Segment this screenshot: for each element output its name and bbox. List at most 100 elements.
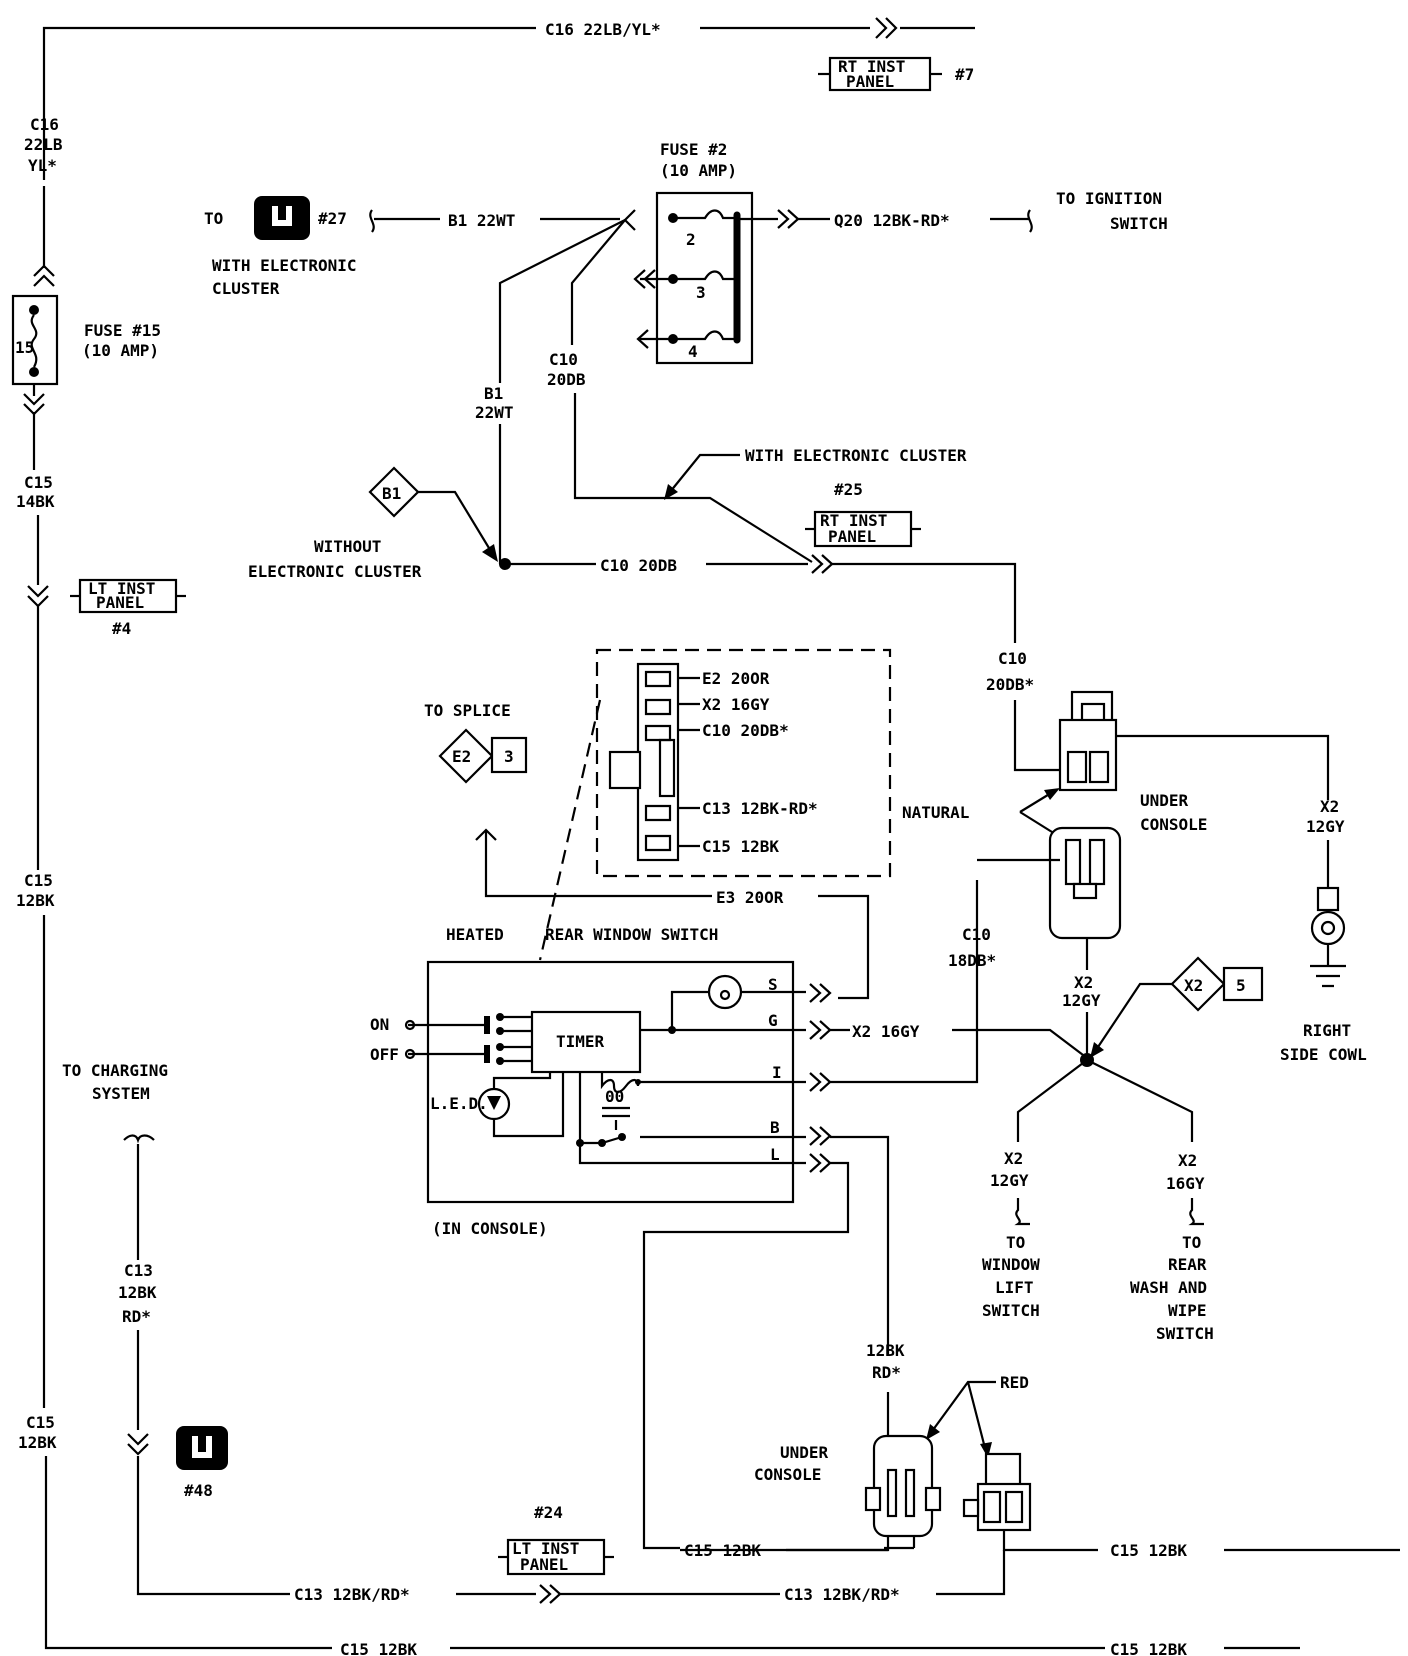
svg-text:X2: X2 [1184, 976, 1203, 995]
svg-text:SIDE COWL: SIDE COWL [1280, 1045, 1367, 1064]
svg-text:TIMER: TIMER [556, 1032, 605, 1051]
svg-text:12GY: 12GY [990, 1171, 1029, 1190]
b1-circuit: B1 22WT B1 22WT C10 20DB [374, 209, 813, 570]
svg-text:C13 12BK/RD*: C13 12BK/RD* [784, 1585, 900, 1604]
svg-text:12GY: 12GY [1306, 817, 1345, 836]
svg-text:12BK: 12BK [866, 1341, 905, 1360]
svg-text:WITH ELECTRONIC CLUSTER: WITH ELECTRONIC CLUSTER [745, 446, 967, 465]
svg-text:HEATED: HEATED [446, 925, 504, 944]
svg-text:C15: C15 [24, 871, 53, 890]
svg-text:22WT: 22WT [475, 403, 514, 422]
svg-text:C13 12BK-RD*: C13 12BK-RD* [702, 799, 818, 818]
svg-text:FUSE #2: FUSE #2 [660, 140, 727, 159]
right-side-cowl-ground: RIGHT SIDE COWL [1280, 886, 1367, 1064]
svg-text:C13: C13 [124, 1261, 153, 1280]
svg-text:20DB*: 20DB* [986, 675, 1034, 694]
svg-text:G: G [768, 1011, 778, 1030]
svg-text:C10 20DB*: C10 20DB* [702, 721, 789, 740]
c16-circuit: C16 22LB/YL* C16 22LB YL* [24, 17, 975, 180]
svg-text:C10: C10 [549, 350, 578, 369]
svg-text:Q20 12BK-RD*: Q20 12BK-RD* [834, 211, 950, 230]
svg-text:L.E.D.: L.E.D. [430, 1094, 488, 1113]
svg-text:LT INST: LT INST [88, 579, 155, 598]
svg-text:16GY: 16GY [1166, 1174, 1205, 1193]
svg-text:L: L [770, 1145, 780, 1164]
svg-text:ON: ON [370, 1015, 389, 1034]
fuse-15-label-b: (10 AMP) [82, 341, 159, 360]
svg-text:C13 12BK/RD*: C13 12BK/RD* [294, 1585, 410, 1604]
svg-text:S: S [768, 975, 778, 994]
svg-text:RIGHT: RIGHT [1303, 1021, 1351, 1040]
svg-text:C15 12BK: C15 12BK [1110, 1541, 1187, 1560]
svg-text:TO SPLICE: TO SPLICE [424, 701, 511, 720]
svg-text:OFF: OFF [370, 1045, 399, 1064]
c15-bottom-labels: C15 12BK C15 12BK [684, 1541, 1400, 1560]
under-console-natural-connector: X2 12GY NATURAL UNDER CONSOLE C10 18DB* … [902, 690, 1345, 1060]
svg-text:WINDOW: WINDOW [982, 1255, 1040, 1274]
svg-text:5: 5 [1236, 976, 1246, 995]
fuse-2: FUSE #2 (10 AMP) 2 3 4 Q20 12BK-RD* TO I… [633, 140, 1168, 365]
c13-circuit: TO CHARGING SYSTEM C13 12BK RD* C13 12BK… [62, 1061, 900, 1604]
svg-text:C10 20DB: C10 20DB [600, 556, 677, 575]
svg-text:3: 3 [504, 747, 514, 766]
svg-text:B1: B1 [382, 484, 401, 503]
svg-text:ELECTRONIC CLUSTER: ELECTRONIC CLUSTER [248, 562, 422, 581]
svg-text:B: B [770, 1118, 780, 1137]
c16-left-label-b: 22LB [24, 135, 63, 154]
svg-text:X2 16GY: X2 16GY [852, 1022, 920, 1041]
svg-text:UNDER: UNDER [1140, 791, 1189, 810]
svg-text:WIPE: WIPE [1168, 1301, 1207, 1320]
svg-text:REAR WINDOW SWITCH: REAR WINDOW SWITCH [545, 925, 718, 944]
svg-text:12BK: 12BK [16, 891, 55, 910]
svg-text:12GY: 12GY [1062, 991, 1101, 1010]
under-console-red-connector: 12BK RD* RED UNDER CONSOLE [680, 1341, 1098, 1596]
fuse-15-label-a: FUSE #15 [84, 321, 161, 340]
svg-text:TO CHARGING: TO CHARGING [62, 1061, 168, 1080]
svg-text:RT INST: RT INST [838, 57, 905, 76]
svg-text:4: 4 [688, 342, 698, 361]
svg-text:B1: B1 [484, 384, 503, 403]
svg-text:RED: RED [1000, 1373, 1029, 1392]
e2-splice: TO SPLICE E2 3 [424, 701, 528, 784]
svg-text:SWITCH: SWITCH [982, 1301, 1040, 1320]
c10-horizontal: C10 20DB RT INST PANEL C10 20DB* [505, 510, 1034, 694]
svg-text:X2: X2 [1004, 1149, 1023, 1168]
svg-text:20DB: 20DB [547, 370, 586, 389]
c16-left-label-a: C16 [30, 115, 59, 134]
svg-text:C15 12BK: C15 12BK [702, 837, 779, 856]
lt-inst-panel-24: #24 LT INST PANEL [498, 1503, 614, 1576]
x2-splice: X2 5 X2 12GY X2 16GY TO WINDOW LIFT SWIT… [952, 956, 1264, 1343]
svg-text:X2: X2 [1074, 973, 1093, 992]
svg-text:C15: C15 [26, 1413, 55, 1432]
heated-rear-window-switch: HEATED REAR WINDOW SWITCH TIMER ON OFF L… [370, 880, 979, 1550]
c16-top-label: C16 22LB/YL* [545, 20, 661, 39]
svg-text:PANEL: PANEL [828, 527, 876, 546]
svg-text:LT INST: LT INST [512, 1539, 579, 1558]
svg-text:15: 15 [15, 338, 34, 357]
timer-box [530, 1010, 642, 1074]
ref-7: #7 [955, 65, 974, 84]
svg-text:E2: E2 [452, 747, 471, 766]
svg-text:UNDER: UNDER [780, 1443, 829, 1462]
svg-text:C15: C15 [24, 473, 53, 492]
left-main-wire: 15 FUSE #15 (10 AMP) C15 14BK C15 12BK C… [11, 186, 1300, 1656]
svg-text:12BK: 12BK [118, 1283, 157, 1302]
svg-text:C10: C10 [962, 925, 991, 944]
svg-text:X2: X2 [1320, 797, 1339, 816]
svg-text:#24: #24 [534, 1503, 563, 1522]
svg-text:12BK: 12BK [18, 1433, 57, 1452]
svg-text:(IN CONSOLE): (IN CONSOLE) [432, 1219, 548, 1238]
svg-text:#48: #48 [184, 1481, 213, 1500]
svg-text:SWITCH: SWITCH [1110, 214, 1168, 233]
svg-text:PANEL: PANEL [96, 593, 144, 612]
svg-text:RD*: RD* [872, 1363, 901, 1382]
svg-text:(10 AMP): (10 AMP) [660, 161, 737, 180]
rt-inst-panel-7: RT INST PANEL #7 [818, 56, 974, 92]
svg-text:14BK: 14BK [16, 492, 55, 511]
svg-text:TO: TO [204, 209, 223, 228]
svg-text:00: 00 [605, 1087, 624, 1106]
svg-text:RD*: RD* [122, 1307, 151, 1326]
connector-27: TO #27 WITH ELECTRONIC CLUSTER [204, 196, 375, 298]
svg-text:X2 16GY: X2 16GY [702, 695, 770, 714]
svg-text:CONSOLE: CONSOLE [1140, 815, 1207, 834]
